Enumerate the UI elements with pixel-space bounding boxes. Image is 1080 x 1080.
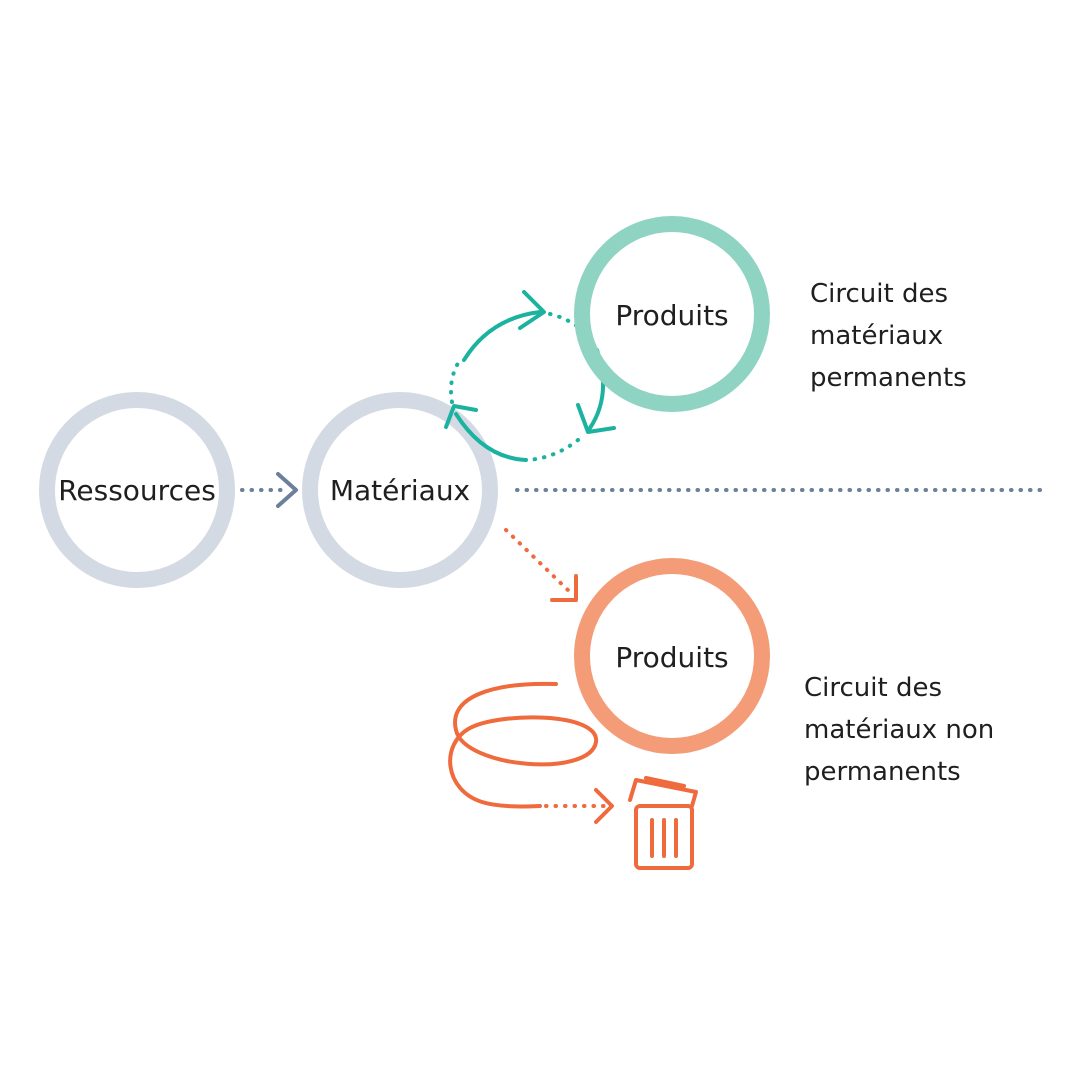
arrow-materiaux-to-produits	[504, 528, 578, 602]
cycle-arc-lower	[454, 412, 528, 462]
produits-permanent-label: Produits	[615, 299, 728, 332]
materiaux-label: Matériaux	[330, 474, 470, 507]
trash-body	[634, 804, 694, 870]
trash-lid	[628, 778, 698, 808]
permanent-label-line-2: matériaux	[810, 321, 943, 351]
non-permanent-circuit-label: Circuit des matériaux non permanents	[804, 673, 1003, 787]
permanent-label-line-3: permanents	[810, 363, 967, 393]
cycle-arrow-head-lower-icon	[444, 404, 478, 429]
arrow-ressources-to-materiaux	[240, 472, 298, 508]
node-ressources: Ressources	[39, 392, 235, 588]
diagonal-dotted-line	[504, 528, 574, 596]
node-produits-permanent: Produits	[574, 216, 770, 412]
cycle-arrow-head-upper-icon	[518, 290, 546, 330]
node-materiaux: Matériaux	[302, 392, 498, 588]
non-permanent-label-line-2: matériaux non	[804, 715, 994, 745]
cycle-dotted-bottom	[526, 438, 580, 462]
arrow-head-icon	[276, 472, 298, 508]
waste-arrow-head-icon	[594, 788, 614, 824]
materiaux-ring	[302, 392, 498, 588]
permanent-label-line-1: Circuit des	[810, 279, 948, 309]
ressources-ring	[39, 392, 235, 588]
cycle-dotted-left	[449, 358, 462, 404]
cycle-arrow-head-right-icon	[576, 403, 616, 434]
cycle-arc-upper	[462, 310, 542, 362]
produits-non-permanent-label: Produits	[615, 641, 728, 674]
trash-icon	[628, 776, 698, 870]
produits-permanent-ring	[574, 216, 770, 412]
trash-lid-handle	[644, 776, 686, 788]
waste-loop-path	[448, 681, 598, 809]
produits-non-permanent-ring	[574, 558, 770, 754]
non-permanent-label-line-3: permanents	[804, 757, 961, 787]
node-produits-non-permanent: Produits	[574, 558, 770, 754]
non-permanent-label-line-1: Circuit des	[804, 673, 942, 703]
permanent-circuit-label: Circuit des matériaux permanents	[810, 279, 967, 393]
diagonal-arrow-head-icon	[550, 574, 578, 602]
ressources-label: Ressources	[58, 474, 216, 507]
waste-loop	[448, 681, 614, 824]
